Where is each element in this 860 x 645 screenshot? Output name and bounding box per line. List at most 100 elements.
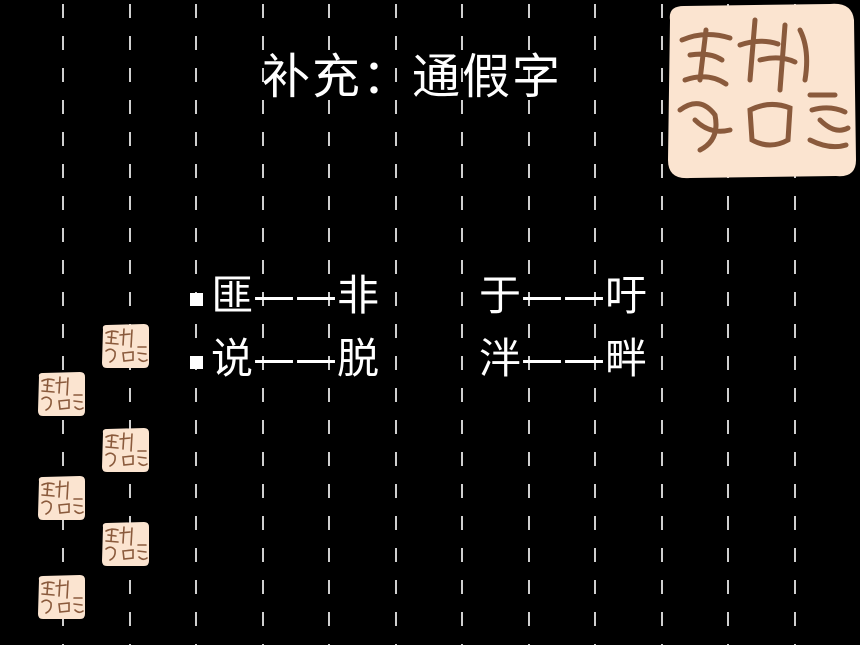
dash-mark <box>794 580 796 594</box>
dash-mark <box>195 68 197 82</box>
dash-mark <box>794 420 796 434</box>
dash-mark <box>328 228 330 242</box>
dash-mark <box>794 356 796 370</box>
dash-mark <box>461 260 463 274</box>
dash-mark <box>62 420 64 434</box>
dash-mark <box>594 4 596 18</box>
dash-mark <box>328 292 330 306</box>
dash-mark <box>62 100 64 114</box>
dash-mark <box>461 292 463 306</box>
dash-mark <box>195 484 197 498</box>
dash-mark <box>461 452 463 466</box>
dash-mark <box>528 36 530 50</box>
dash-mark <box>461 388 463 402</box>
dash-mark <box>195 260 197 274</box>
dash-mark <box>195 132 197 146</box>
dash-mark <box>129 260 131 274</box>
dash-mark <box>395 612 397 626</box>
dash-mark <box>661 388 663 402</box>
dash-mark <box>328 356 330 370</box>
dash-mark <box>528 260 530 274</box>
dash-mark <box>395 196 397 210</box>
dash-mark <box>661 196 663 210</box>
dash-mark <box>262 4 264 18</box>
dash-mark <box>395 4 397 18</box>
dash-mark <box>594 164 596 178</box>
dash-mark <box>461 132 463 146</box>
dash-mark <box>262 100 264 114</box>
dash-mark <box>395 580 397 594</box>
dash-mark <box>328 484 330 498</box>
dash-mark <box>661 356 663 370</box>
dash-mark <box>328 452 330 466</box>
dash-mark <box>461 324 463 338</box>
dash-mark <box>727 452 729 466</box>
dash-mark <box>528 548 530 562</box>
pair-2-right: 泮——畔 <box>479 333 648 383</box>
dash-mark <box>528 452 530 466</box>
dash-mark <box>528 516 530 530</box>
dash-mark <box>395 356 397 370</box>
dash-mark <box>528 4 530 18</box>
dash-mark <box>594 612 596 626</box>
dash-mark <box>195 36 197 50</box>
dash-mark <box>62 132 64 146</box>
dash-mark <box>461 580 463 594</box>
dash-mark <box>661 580 663 594</box>
dash-mark <box>395 516 397 530</box>
dash-mark <box>129 164 131 178</box>
dash-mark <box>195 580 197 594</box>
dash-mark <box>262 132 264 146</box>
dash-mark <box>594 36 596 50</box>
dash-mark <box>794 516 796 530</box>
dash-mark <box>129 420 131 434</box>
dash-mark <box>62 548 64 562</box>
dash-mark <box>129 100 131 114</box>
dash-mark <box>195 196 197 210</box>
dash-mark <box>528 356 530 370</box>
dash-mark <box>661 292 663 306</box>
dash-mark <box>594 580 596 594</box>
auspicious-seal-small <box>38 575 85 619</box>
dash-mark <box>461 196 463 210</box>
dash-mark <box>661 132 663 146</box>
dash-mark <box>262 388 264 402</box>
dash-mark <box>594 228 596 242</box>
dash-mark <box>262 260 264 274</box>
dash-mark <box>62 452 64 466</box>
dash-mark <box>395 100 397 114</box>
dash-mark <box>195 228 197 242</box>
dash-mark <box>661 612 663 626</box>
dash-mark <box>195 548 197 562</box>
dash-mark <box>328 260 330 274</box>
dash-mark <box>195 164 197 178</box>
dash-mark <box>328 548 330 562</box>
dash-mark <box>129 228 131 242</box>
dash-mark <box>262 228 264 242</box>
dash-mark <box>395 164 397 178</box>
dash-mark <box>727 292 729 306</box>
dash-mark <box>461 356 463 370</box>
auspicious-seal-small <box>38 476 85 520</box>
dash-mark <box>328 324 330 338</box>
dash-mark <box>129 68 131 82</box>
dash-mark <box>528 292 530 306</box>
dash-mark <box>794 484 796 498</box>
dash-mark <box>129 292 131 306</box>
dash-mark <box>262 516 264 530</box>
dash-mark <box>195 516 197 530</box>
dash-mark <box>794 228 796 242</box>
dash-mark <box>727 484 729 498</box>
dash-mark <box>62 228 64 242</box>
dash-mark <box>62 196 64 210</box>
dash-mark <box>328 164 330 178</box>
auspicious-seal-large <box>668 3 856 179</box>
dash-mark <box>794 388 796 402</box>
dash-mark <box>129 484 131 498</box>
dash-mark <box>461 36 463 50</box>
dash-mark <box>727 324 729 338</box>
dash-mark <box>262 612 264 626</box>
dash-mark <box>328 516 330 530</box>
dash-mark <box>328 68 330 82</box>
dash-mark <box>461 100 463 114</box>
